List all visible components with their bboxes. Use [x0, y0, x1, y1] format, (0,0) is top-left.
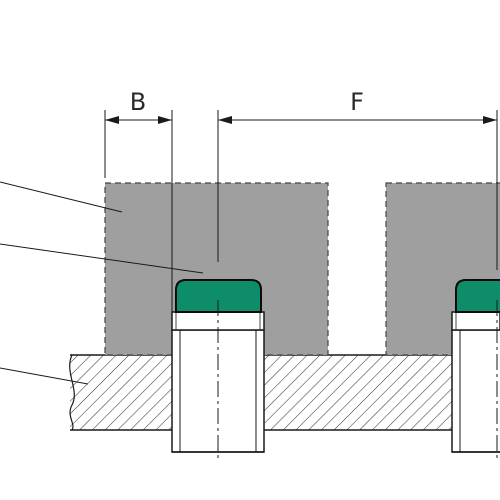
leader-lines [0, 181, 204, 385]
base-plate [69, 354, 500, 431]
dimension-f: F [218, 88, 497, 124]
pin-right [451, 311, 500, 453]
seal-left [175, 279, 262, 313]
extension-lines [104, 110, 498, 312]
center-lines [217, 300, 498, 462]
dimension-b: B [105, 88, 172, 124]
dimension-label-b: B [130, 88, 146, 116]
seal-right [455, 279, 500, 313]
dimension-label-f: F [350, 88, 364, 116]
